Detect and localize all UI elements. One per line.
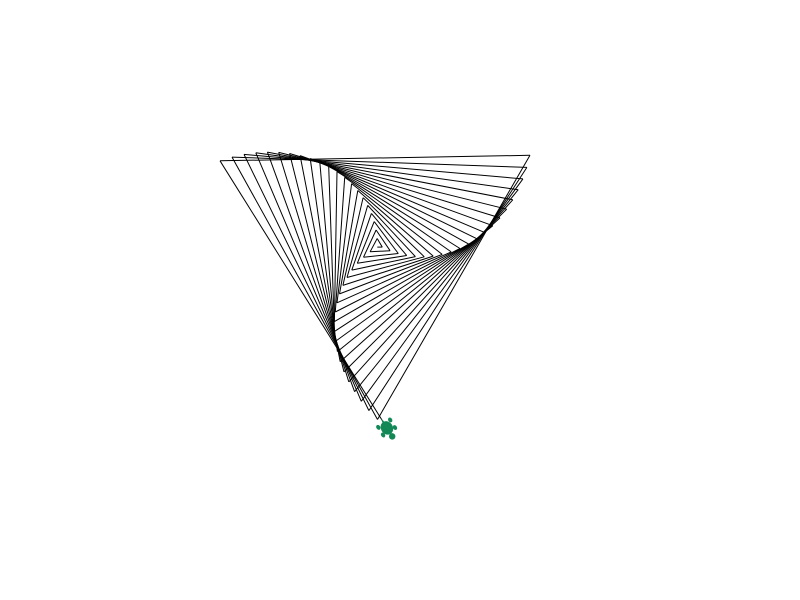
path-segment — [319, 162, 336, 342]
path-segment — [363, 229, 377, 258]
path-segment — [333, 171, 338, 322]
path-segment — [368, 167, 528, 411]
path-segment — [375, 229, 391, 251]
path-segment — [299, 155, 341, 362]
turtle-icon — [376, 417, 398, 440]
path-segment — [376, 238, 383, 248]
path-segment — [336, 183, 353, 303]
path-segment — [231, 156, 378, 420]
turtle-path — [219, 151, 531, 429]
path-segment — [334, 243, 469, 323]
path-segment — [309, 158, 338, 352]
path-segment — [377, 155, 531, 420]
path-segment — [367, 205, 416, 257]
path-segment — [362, 197, 425, 258]
path-segment — [351, 213, 372, 271]
path-segment — [344, 176, 452, 253]
path-segment — [357, 190, 434, 257]
path-segment — [336, 251, 452, 304]
path-segment — [334, 238, 478, 332]
path-segment — [336, 171, 461, 249]
path-segment — [342, 255, 434, 286]
path-segment — [328, 166, 335, 332]
path-segment — [219, 154, 531, 162]
path-segment — [231, 156, 527, 168]
path-segment — [369, 238, 378, 253]
path-segment — [243, 153, 523, 180]
path-segment — [335, 248, 461, 313]
path-segment — [370, 250, 391, 253]
path-segment — [356, 221, 375, 264]
path-segment — [357, 255, 407, 264]
path-segment — [346, 205, 369, 278]
path-segment — [373, 221, 399, 254]
path-segment — [360, 178, 524, 402]
path-segment — [339, 190, 359, 294]
path-segment — [342, 197, 364, 286]
path-segment — [328, 166, 469, 245]
path-segment — [363, 253, 399, 258]
path-segment — [337, 225, 494, 352]
path-segment — [299, 155, 493, 227]
path-segment — [339, 253, 443, 295]
path-segment — [219, 160, 388, 429]
path-segment — [310, 158, 486, 234]
path-segment — [243, 154, 370, 411]
path-segment — [319, 161, 478, 240]
path-segment — [371, 213, 408, 256]
path-segment — [351, 183, 443, 255]
path-segment — [346, 256, 425, 278]
path-segment — [351, 256, 416, 271]
path-segment — [334, 177, 346, 313]
path-segment — [335, 232, 486, 342]
